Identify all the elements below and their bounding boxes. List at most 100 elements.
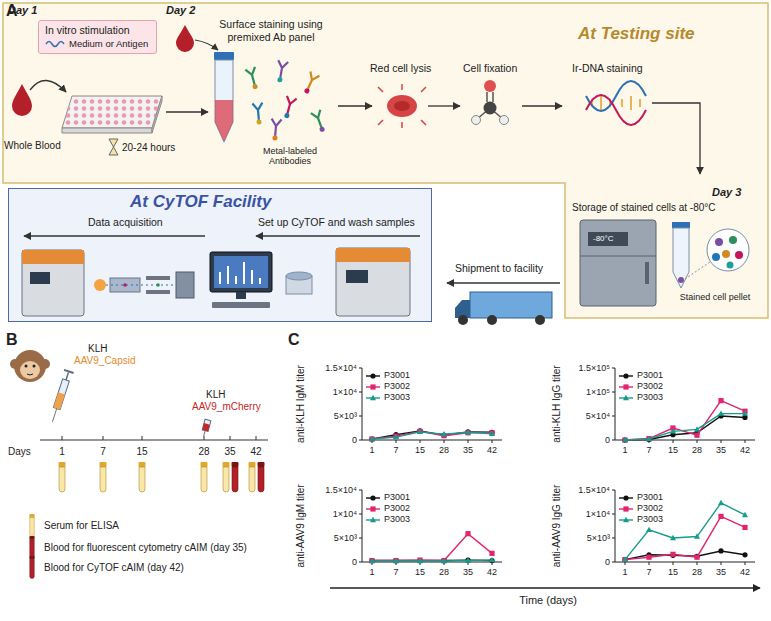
data-marker	[623, 495, 628, 500]
region-title: At CyTOF Facility	[130, 192, 271, 212]
data-marker	[441, 431, 447, 436]
label-text: 15	[136, 446, 147, 457]
data-marker	[718, 514, 723, 519]
legend-tube	[26, 556, 38, 580]
data-marker	[742, 410, 748, 415]
y-tick	[359, 392, 362, 393]
tick-label: 1.5×10⁴	[325, 485, 357, 495]
legend-text: P3001	[637, 492, 663, 502]
label-text: Metal-labeled Antibodies	[248, 146, 332, 167]
tick-label: 1.5×10⁵	[578, 363, 610, 373]
data-marker	[646, 527, 652, 532]
label-text: Shipment to facility	[455, 262, 543, 274]
label-text: 1	[59, 446, 65, 457]
tick-label: 1×10⁵	[586, 387, 610, 397]
legend-text: Blood for CyTOF cAIM (day 42)	[44, 562, 184, 573]
data-marker	[742, 552, 747, 557]
axis-title: anti-AAV9 IgG titer	[551, 485, 562, 568]
tick-label: 5×10³	[334, 533, 357, 543]
box-row: Medium or Antigen	[45, 38, 150, 49]
tick-label: 0	[352, 557, 357, 567]
label-text: Data acquisition	[88, 216, 163, 228]
label-text: B	[6, 331, 18, 349]
y-tick	[612, 440, 615, 441]
tick-label: 42	[740, 445, 750, 455]
x-tick	[673, 562, 674, 565]
legend-text: Serum for ELISA	[44, 520, 119, 531]
data-marker	[393, 558, 399, 563]
tick-label: 7	[646, 567, 651, 577]
y-tick	[359, 538, 362, 539]
tick-label: 1	[369, 445, 374, 455]
cytof-facility-box: At CyTOF Facility	[8, 188, 432, 322]
series-line	[372, 431, 492, 439]
legend-text: P3001	[384, 370, 410, 380]
tick-label: 1	[369, 567, 374, 577]
titer-chart	[612, 368, 755, 443]
syringe-icon	[48, 369, 74, 423]
tick-label: 7	[393, 567, 398, 577]
data-marker	[465, 429, 471, 434]
data-marker	[646, 555, 651, 560]
tick-label: 0	[605, 435, 610, 445]
data-marker	[370, 517, 376, 522]
tick-label: 35	[716, 445, 726, 455]
tick-label: 42	[487, 567, 497, 577]
flow-arrow	[522, 105, 562, 106]
tick-label: 15	[415, 567, 425, 577]
data-marker	[670, 553, 675, 558]
x-tick	[420, 440, 421, 443]
tick-label: 42	[740, 567, 750, 577]
tick-label: 28	[439, 567, 449, 577]
x-tick	[721, 440, 722, 443]
titer-chart	[359, 368, 502, 443]
chart-axes	[362, 368, 502, 440]
data-marker	[370, 495, 375, 500]
flow-arrow	[24, 235, 205, 236]
y-tick	[612, 368, 615, 369]
x-tick	[697, 440, 698, 443]
data-marker	[694, 555, 699, 560]
y-tick	[359, 368, 362, 369]
chart-axes	[615, 368, 755, 440]
tick-label: 35	[463, 445, 473, 455]
y-tick	[359, 490, 362, 491]
data-marker	[623, 506, 628, 511]
titer-chart	[359, 490, 502, 565]
y-tick	[612, 392, 615, 393]
data-marker	[417, 428, 422, 433]
data-marker	[694, 433, 699, 438]
data-marker	[489, 557, 495, 562]
data-marker	[489, 431, 495, 436]
axis-title: anti-KLH IgM titer	[295, 365, 306, 443]
data-marker	[670, 428, 676, 433]
label-text: Ir-DNA staining	[572, 62, 643, 74]
legend-text: P3002	[384, 381, 410, 391]
box-text: Medium or Antigen	[69, 38, 148, 49]
tick-label: 15	[415, 445, 425, 455]
antigen-squiggle	[45, 39, 65, 49]
sample-tubes	[59, 462, 265, 492]
tick-label: 15	[668, 445, 678, 455]
tick-label: 1	[622, 445, 627, 455]
legend-tube	[26, 514, 38, 538]
y-tick	[612, 562, 615, 563]
x-tick	[396, 440, 397, 443]
flow-arrow	[256, 235, 420, 236]
tick-label: 1.5×10⁴	[578, 485, 610, 495]
label-text: 28	[198, 446, 209, 457]
label-text: Set up CyTOF and wash samples	[258, 216, 415, 228]
data-marker	[417, 558, 423, 563]
y-tick	[612, 514, 615, 515]
label-text: Day 1	[8, 4, 37, 16]
label-text: KLH	[206, 389, 225, 400]
legend-text: Blood for fluorescent cytometry cAIM (da…	[44, 542, 247, 553]
label-text: AAV9_Capsid	[74, 355, 136, 366]
series-line	[625, 416, 745, 440]
tick-label: 1×10⁴	[586, 509, 610, 519]
x-tick	[625, 562, 626, 565]
tick-label: 7	[646, 445, 651, 455]
label-text: KLH	[88, 343, 107, 354]
y-tick	[359, 562, 362, 563]
